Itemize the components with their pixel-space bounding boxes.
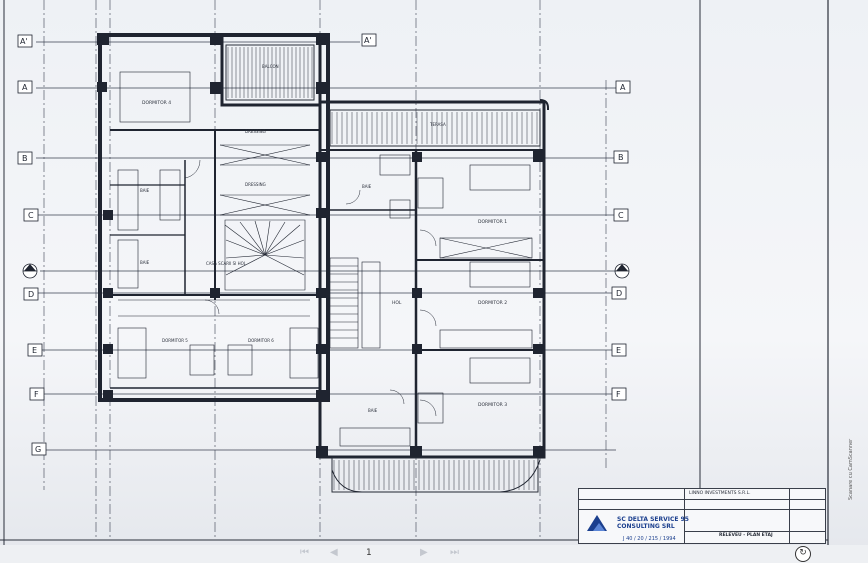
room-label: DRESSING xyxy=(245,129,266,134)
last-page-icon[interactable]: ⏭ xyxy=(450,547,459,558)
room-label: DORMITOR 3 xyxy=(478,402,507,408)
room-label: BAIE xyxy=(140,260,150,265)
room-labels: DORMITOR 4 DORMITOR 1 DORMITOR 2 DORMITO… xyxy=(140,64,507,413)
room-label: BALCON xyxy=(262,64,279,69)
room-label: DORMITOR 6 xyxy=(248,338,274,343)
room-label: DORMITOR 5 xyxy=(162,338,188,343)
rotate-icon[interactable]: ↻ xyxy=(795,546,811,562)
next-page-icon[interactable]: ▶ xyxy=(420,547,428,558)
grid-label: D xyxy=(616,289,622,298)
grid-label: C xyxy=(618,211,624,220)
terrace-hatch xyxy=(225,44,541,493)
company-code: J 40 / 20 / 215 / 1994 xyxy=(623,536,676,542)
project-title: RELEVEU - PLAN ETAJ xyxy=(719,533,773,538)
previous-page-icon[interactable]: ◀ xyxy=(330,547,338,558)
staircase-secondary xyxy=(329,257,381,349)
grid-label: D xyxy=(28,290,34,299)
grid-label: A' xyxy=(364,36,372,45)
grid-label: A xyxy=(620,83,626,92)
room-label: DORMITOR 2 xyxy=(478,300,507,306)
scanner-watermark: Scanare cu CamScanner xyxy=(848,438,854,500)
grid-label: B xyxy=(22,154,28,163)
grid-labels-left: A' A B C D E F G xyxy=(17,34,47,456)
grid-label: C xyxy=(28,211,34,220)
room-label: TERASA xyxy=(429,122,446,127)
staircase-main xyxy=(224,219,306,291)
furniture xyxy=(117,71,533,447)
structural-columns xyxy=(97,33,545,458)
room-label: BAIE xyxy=(362,184,372,189)
vertical-gridlines xyxy=(43,0,607,540)
hatch-lines xyxy=(227,47,538,490)
room-label: DORMITOR 1 xyxy=(478,219,507,225)
title-block: SC DELTA SERVICE 95 CONSULTING SRL J 40 … xyxy=(578,488,826,544)
grid-labels-right: A' A B C D E F xyxy=(361,33,631,401)
room-label: DRESSING xyxy=(245,182,266,187)
section-marker-right xyxy=(614,263,630,279)
grid-label: B xyxy=(618,153,624,162)
balcony-edge xyxy=(331,459,541,493)
room-label: BAIE xyxy=(140,188,150,193)
room-label: BAIE xyxy=(368,408,378,413)
grid-label: E xyxy=(32,346,37,355)
room-label: DORMITOR 4 xyxy=(142,100,171,106)
client-name: LINNO INVESTMENTS S.R.L. xyxy=(689,491,751,496)
first-page-icon[interactable]: ⏮ xyxy=(300,547,309,558)
company-name: SC DELTA SERVICE 95 CONSULTING SRL xyxy=(617,516,689,530)
section-marker-left xyxy=(22,263,38,279)
room-label: CASA SCARII SI HOL xyxy=(206,261,247,266)
company-logo-icon xyxy=(587,515,607,531)
grid-label: E xyxy=(616,346,621,355)
grid-label: F xyxy=(34,390,39,399)
viewer-bottom-bar xyxy=(0,545,868,563)
balcony-edge xyxy=(539,99,549,110)
door-swings xyxy=(184,159,437,417)
grid-label: F xyxy=(616,390,621,399)
page-number: 1 xyxy=(366,548,372,558)
grid-label: G xyxy=(35,445,41,454)
grid-label: A xyxy=(22,83,28,92)
room-label: HOL xyxy=(392,300,402,306)
grid-label: A' xyxy=(20,37,28,46)
